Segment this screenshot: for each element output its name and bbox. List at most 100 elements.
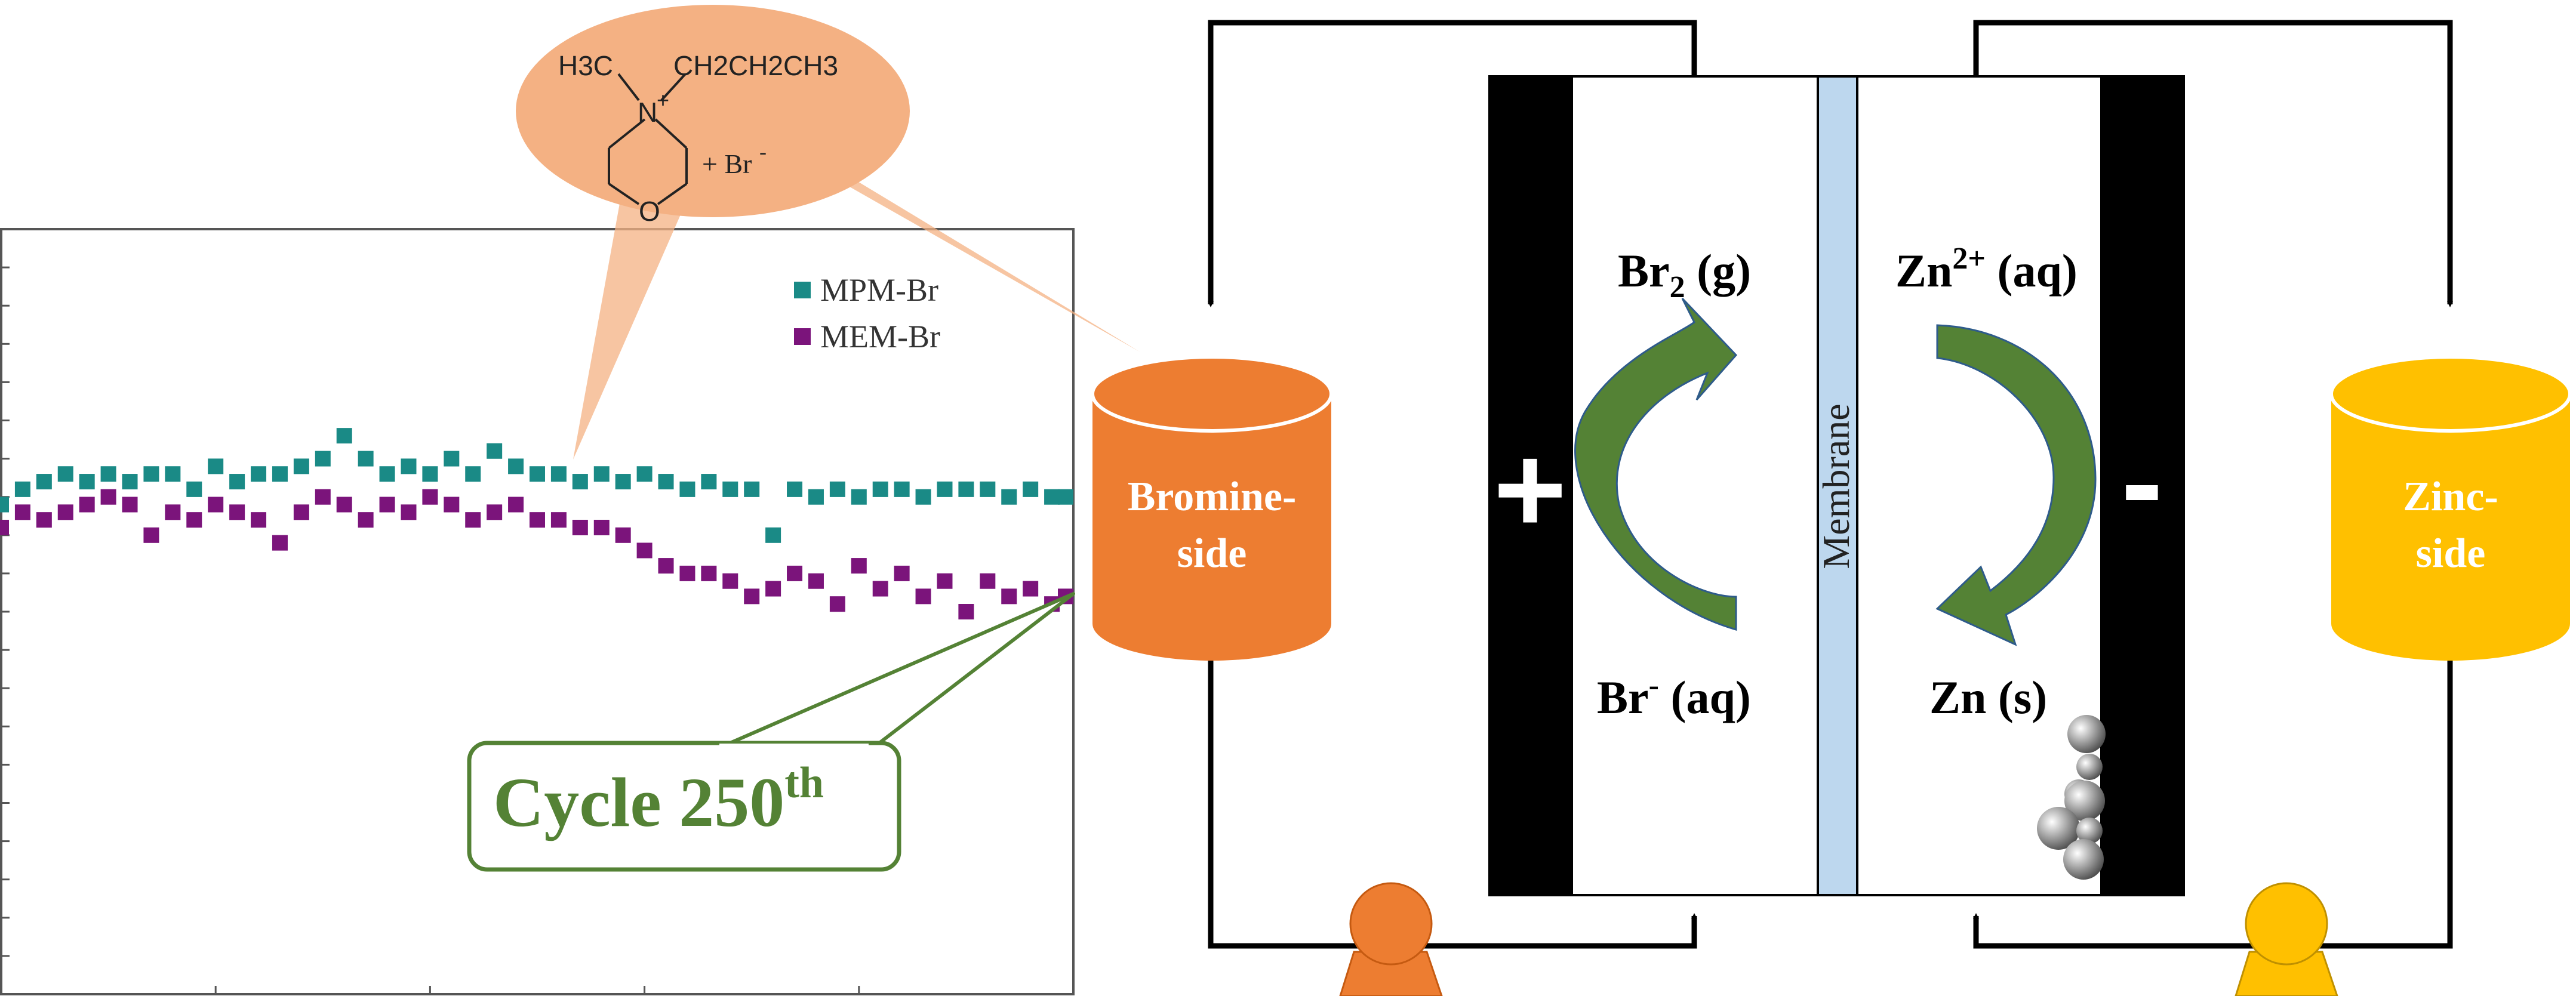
mem-br-point-30: [636, 542, 653, 559]
zinc-tank-label-1: Zinc-: [2403, 474, 2498, 520]
counter-ion: + Br: [702, 149, 752, 179]
legend-marker-mpm: [794, 282, 811, 298]
mpm-br-point-9: [186, 481, 202, 497]
mpm-br-point-35: [744, 481, 760, 497]
mem-br-point-29: [615, 527, 631, 543]
mem-br-point-34: [722, 573, 738, 589]
mpm-br-point-39: [829, 481, 845, 497]
mpm-br-point-25: [530, 466, 545, 482]
mem-br-point-31: [658, 558, 674, 574]
mem-br-point-47: [1001, 588, 1017, 605]
nitrogen-charge: +: [657, 88, 669, 112]
mem-br-point-37: [787, 565, 803, 581]
mem-br-point-48: [1023, 581, 1039, 597]
mpm-br-point-7: [143, 466, 159, 482]
mem-br-point-2: [36, 512, 52, 528]
mpm-br-point-2: [36, 474, 52, 490]
mem-br-point-9: [186, 512, 202, 528]
bromine-tank: Bromine- side: [1091, 355, 1333, 661]
mem-br-point-3: [57, 504, 73, 520]
callout-tail-left: [573, 167, 701, 460]
negative-electrode: [2100, 76, 2184, 895]
mem-br-point-41: [872, 581, 888, 597]
mpm-br-point-17: [358, 451, 374, 467]
mpm-br-point-42: [894, 481, 910, 497]
mpm-br-point-0: [0, 497, 9, 513]
mem-br-point-42: [894, 565, 910, 581]
legend-label-mpm: MPM-Br: [820, 272, 938, 308]
mem-br-point-21: [444, 497, 460, 513]
mpm-br-point-11: [229, 474, 245, 490]
mem-br-point-8: [165, 504, 181, 520]
mpm-br-point-31: [658, 474, 674, 490]
zinc-pump: [2235, 882, 2338, 996]
cycle-callout: Cycle 250th: [467, 592, 1075, 872]
mem-br-point-13: [272, 535, 288, 551]
mpm-br-point-20: [422, 466, 438, 482]
mpm-br-point-26: [550, 466, 567, 482]
mem-br-point-6: [122, 497, 138, 513]
br2-label: Br2 (g): [1618, 245, 1751, 304]
mpm-br-point-15: [315, 451, 331, 467]
series-mpm-br: [0, 428, 1073, 543]
wire-zinc-bottom: [1973, 659, 2453, 949]
mpm-br-point-18: [379, 466, 395, 482]
mpm-br-point-4: [79, 474, 95, 490]
mem-br-point-35: [744, 588, 760, 605]
mpm-br-point-43: [915, 489, 931, 505]
mem-br-point-7: [143, 527, 159, 543]
mem-br-point-18: [379, 497, 395, 513]
legend-label-mem: MEM-Br: [820, 319, 940, 354]
nitrogen-atom: N: [638, 97, 657, 128]
circuit-wires: [1208, 20, 2453, 949]
series-mem-br: [0, 489, 1073, 619]
mem-br-point-36: [765, 581, 781, 597]
mem-br-point-16: [336, 497, 352, 513]
mpm-br-point-36: [765, 527, 781, 543]
mpm-br-structure: [608, 73, 688, 205]
mem-br-point-46: [980, 573, 996, 589]
mem-br-point-4: [79, 497, 95, 513]
mem-br-point-27: [572, 519, 588, 535]
mem-br-point-20: [422, 489, 438, 505]
mpm-br-point-21: [444, 451, 460, 467]
mem-br-point-12: [251, 512, 267, 528]
mem-br-point-23: [487, 504, 503, 520]
mpm-br-point-23: [487, 443, 503, 459]
mpm-br-point-24: [508, 458, 524, 474]
mem-br-point-14: [293, 504, 309, 520]
mpm-br-point-45: [958, 481, 974, 497]
positive-sign: +: [1494, 419, 1567, 559]
mem-br-point-5: [100, 489, 116, 505]
br-minus-label: Br- (aq): [1597, 668, 1751, 723]
membrane-label: Membrane: [1815, 403, 1857, 569]
molecule-bubble: [516, 5, 910, 217]
bromine-pump: [1339, 882, 1443, 996]
zn2-label: Zn2+ (aq): [1895, 242, 2078, 297]
mpm-br-point-1: [14, 481, 30, 497]
mpm-br-point-32: [679, 481, 695, 497]
legend-marker-mem: [794, 328, 811, 345]
mpm-br-point-38: [808, 489, 824, 505]
mpm-br-point-22: [465, 466, 481, 482]
mpm-br-point-33: [701, 474, 717, 490]
mpm-br-point-13: [272, 466, 288, 482]
mem-br-point-1: [14, 504, 30, 520]
mpm-br-point-16: [336, 428, 352, 444]
counter-ion-charge: -: [759, 140, 767, 164]
mem-br-point-26: [550, 512, 567, 528]
mpm-br-point-37: [787, 481, 803, 497]
mem-br-point-39: [829, 596, 845, 612]
y-axis-ticks: [1, 228, 10, 995]
membrane: [1817, 75, 1858, 896]
zinc-reaction-arrow: [1935, 324, 2097, 646]
cycle-label: Cycle 250th: [493, 758, 824, 841]
molecule-callout: H3C CH2CH2CH3 N + O + Br -: [516, 5, 1140, 460]
legend: MPM-Br MEM-Br: [794, 272, 940, 354]
mpm-br-point-34: [722, 481, 738, 497]
mpm-br-point-44: [937, 481, 953, 497]
mem-br-point-44: [937, 573, 953, 589]
mpm-br-point-14: [293, 458, 309, 474]
chart: MPM-Br MEM-Br: [0, 228, 1075, 995]
